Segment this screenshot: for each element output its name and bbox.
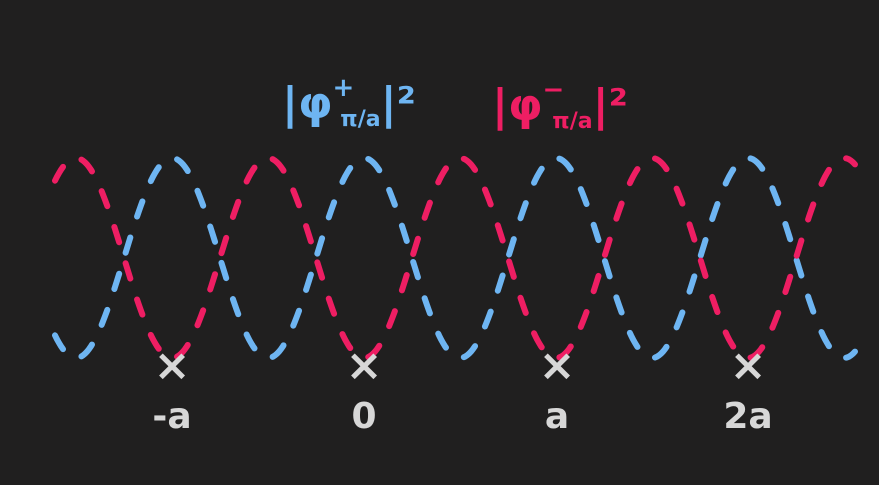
site-label: -a: [152, 396, 191, 437]
site-label: a: [545, 396, 569, 437]
site-label: 2a: [723, 396, 772, 437]
legend-plus-sup: +: [333, 73, 355, 103]
minus-density-curve: [52, 155, 858, 361]
site-label: 0: [351, 396, 376, 437]
legend-minus-sub: π/a: [552, 109, 592, 134]
legend-plus-sub: π/a: [340, 107, 380, 132]
legend-minus-base: |φ: [492, 80, 543, 131]
legend: |φ+π/a|² |φ−π/a|²: [282, 73, 628, 134]
site-marker: ×: [539, 340, 576, 391]
site-marker: ×: [730, 340, 767, 391]
site-marker: ×: [154, 340, 191, 391]
plus-density-curve: [52, 155, 858, 361]
probability-density-curves: [52, 155, 858, 361]
site-marker: ×: [346, 340, 383, 391]
legend-minus-sup: −: [543, 75, 565, 105]
legend-plus-label: |φ+ π/a|²: [282, 73, 416, 132]
legend-plus-base: |φ: [282, 78, 333, 129]
legend-minus-label: |φ− π/a|²: [492, 75, 628, 134]
lattice-sites: × -a × 0 × a × 2a: [152, 340, 772, 437]
legend-minus-tail: |²: [593, 80, 628, 131]
legend-plus-tail: |²: [381, 78, 416, 129]
